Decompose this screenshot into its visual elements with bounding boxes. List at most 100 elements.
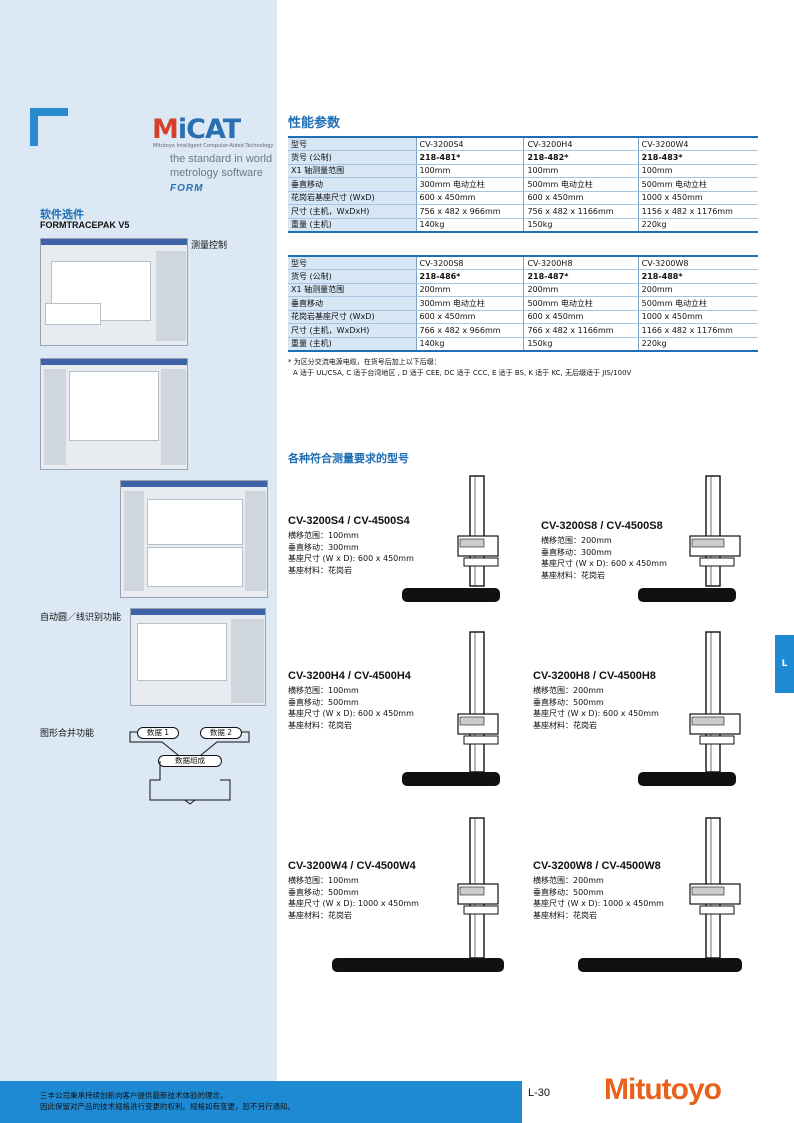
machine-drawing-h4 [402,631,500,786]
spec-cell: CV-3200H4 [523,136,639,151]
model-name-s4: CV-3200S4 / CV-4500S4 [288,515,410,527]
spec-cell: 756 x 482 x 1166mm [523,204,639,219]
spec-cell: CV-3200W4 [638,136,758,151]
form-logo: FORM [170,183,204,194]
spec-cell: 500mm 电动立柱 [638,296,758,311]
label-graph-merge: 图形合并功能 [40,729,95,739]
model-name-w4: CV-3200W4 / CV-4500W4 [288,860,416,872]
brand-logo: Mitutoyo [604,1073,722,1106]
spec-row: 货号 (公制)218-481*218-482*218-483* [288,150,758,165]
models-title: 各种符合测量要求的型号 [288,452,409,465]
corner-mark [30,108,68,146]
spec-cell: 220kg [638,337,758,352]
spec-cell: 218-481* [416,150,525,165]
spec-row-label: 货号 (公制) [288,150,417,165]
spec-cell: 500mm 电动立柱 [523,296,639,311]
model-name-w8: CV-3200W8 / CV-4500W8 [533,860,661,872]
spec-cell: 150kg [523,337,639,352]
spec-row-label: 型号 [288,255,417,270]
spec-cell: 600 x 450mm [416,191,525,205]
spec-row-label: 垂直移动 [288,296,417,311]
spec-cell: 218-482* [523,150,639,165]
spec-cell: 200mm [638,283,758,297]
spec-cell: 756 x 482 x 966mm [416,204,525,219]
performance-title: 性能参数 [288,116,341,131]
screenshot-profile [120,480,268,598]
spec-cell: 300mm 电动立柱 [416,177,525,192]
flow-connector [129,731,250,805]
spec-row: 货号 (公制)218-486*218-487*218-488* [288,269,758,284]
spec-cell: 100mm [416,164,525,178]
spec-row-label: 尺寸 (主机，WxDxH) [288,204,417,219]
model-name-s8: CV-3200S8 / CV-4500S8 [541,520,663,532]
spec-cell: 600 x 450mm [523,310,639,324]
spec-row-label: X1 轴测量范围 [288,283,417,297]
label-measure-control: 测量控制 [191,241,228,251]
spec-cell: 218-483* [638,150,758,165]
spec-cell: CV-3200S8 [416,255,525,270]
spec-row-label: 垂直移动 [288,177,417,192]
software-title: 软件选件 [40,208,84,221]
spec-cell: CV-3200H8 [523,255,639,270]
spec-cell: 1000 x 450mm [638,191,758,205]
spec-cell: 500mm 电动立柱 [523,177,639,192]
spec-row-label: 重量 (主机) [288,337,417,352]
section-tab: L [775,635,794,693]
micat-logo: MiCAT [152,114,241,145]
spec-row-label: 型号 [288,136,417,151]
spec-cell: 600 x 450mm [523,191,639,205]
spec-cell: 1156 x 482 x 1176mm [638,204,758,219]
spec-cell: 500mm 电动立柱 [638,177,758,192]
spec-cell: CV-3200S4 [416,136,525,151]
model-name-h4: CV-3200H4 / CV-4500H4 [288,670,411,682]
screenshot-measure-control [40,238,188,346]
flow-data2: 数据 2 [200,727,242,739]
spec-cell: 140kg [416,218,525,233]
spec-cell: 200mm [416,283,525,297]
note-line-2: A 适于 UL/CSA, C 适于台湾地区 , D 适于 CEE, DC 适于 … [293,369,632,377]
flow-data1: 数据 1 [137,727,179,739]
micat-subtitle: Mitutoyo Intelligent Computer-Aided Tech… [153,143,274,149]
machine-drawing-h8 [638,631,741,786]
spec-cell: 300mm 电动立柱 [416,296,525,311]
spec-cell: 200mm [523,283,639,297]
flow-merge: 数据组成 [158,755,222,767]
spec-row-label: 重量 (主机) [288,218,417,233]
spec-row-label: 花岗岩基座尺寸 (WxD) [288,191,417,205]
spec-cell: 600 x 450mm [416,310,525,324]
spec-cell: 140kg [416,337,525,352]
spec-cell: 218-487* [523,269,639,284]
software-subtitle: FORMTRACEPAK V5 [40,220,130,230]
footer-disclaimer: 三丰公司秉承持续创新向客户提供最新技术体验的理念， 因此保留对产品的技术规格进行… [40,1091,295,1111]
spec-cell: 1000 x 450mm [638,310,758,324]
machine-drawing-w8 [578,817,742,972]
spec-cell: 100mm [523,164,639,178]
screenshot-auto-circle [130,608,266,706]
spec-cell: 100mm [638,164,758,178]
spec-cell: 766 x 482 x 1166mm [523,323,639,338]
spec-row-label: 花岗岩基座尺寸 (WxD) [288,310,417,324]
machine-drawing-s8 [638,475,741,602]
machine-drawing-w4 [332,817,504,972]
screenshot-analysis [40,358,188,470]
slogan: the standard in world metrology software [170,153,273,179]
spec-row-label: 尺寸 (主机，WxDxH) [288,323,417,338]
